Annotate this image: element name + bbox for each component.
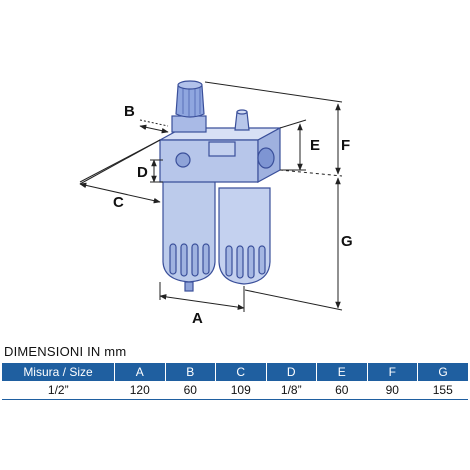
label-a: A [192,310,203,327]
header-e: E [316,363,368,381]
table-header-row: Misura / Size A B C D E F G [2,363,468,381]
label-g: G [341,233,353,250]
header-b: B [165,363,216,381]
header-a: A [114,363,166,381]
cell-d: 1/8” [266,381,317,400]
knob-top [177,80,203,90]
label-c: C [113,194,124,211]
label-e: E [310,137,320,154]
table-row: 1/2” 120 60 109 1/8” 60 90 155 [2,381,468,400]
cell-b: 60 [165,381,216,400]
front-fitting [208,141,236,157]
cell-c: 109 [215,381,266,400]
frl-unit-illustration [159,80,281,292]
dimensions-table: Misura / Size A B C D E F G 1/2” 120 60 … [2,363,468,400]
cell-a: 120 [114,381,165,400]
header-size: Misura / Size [2,363,115,381]
oil-cap-top [236,109,248,115]
left-bowl-ribs [169,243,210,277]
cell-e: 60 [316,381,367,400]
label-b: B [124,103,135,120]
side-port [257,147,275,169]
left-drain [184,281,194,292]
header-g: G [417,363,468,381]
regulator-neck [171,115,207,133]
header-c: C [215,363,267,381]
knob-grooves [182,86,201,116]
cell-f: 90 [367,381,418,400]
dimension-lines [79,81,343,312]
oil-cap [234,111,250,131]
right-bowl-ribs [225,245,266,279]
header-d: D [266,363,317,381]
label-d: D [137,164,148,181]
label-f: F [341,137,350,154]
cell-size: 1/2” [2,381,115,400]
table-title: DIMENSIONI IN mm [4,344,127,359]
header-f: F [367,363,418,381]
cell-g: 155 [417,381,468,400]
gauge-port [175,152,191,168]
